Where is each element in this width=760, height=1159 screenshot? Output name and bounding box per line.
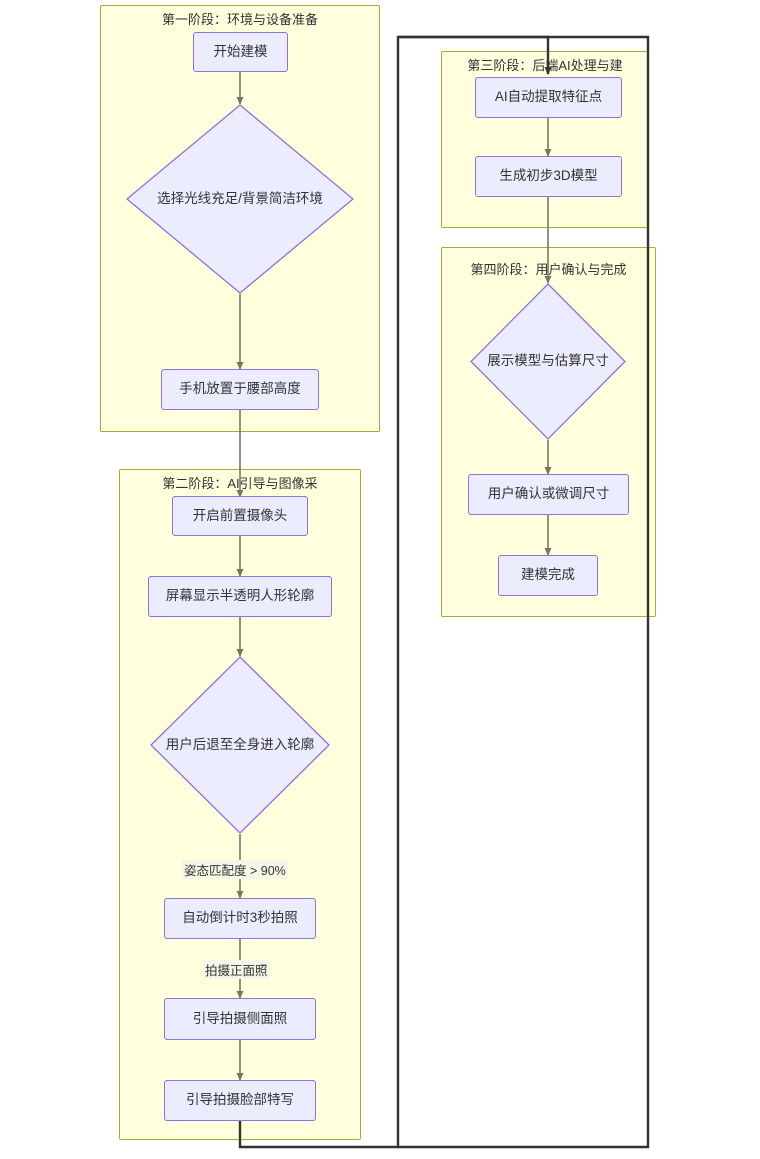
node-label: 引导拍摄脸部特写 bbox=[186, 1092, 294, 1108]
node-generate-3d-model[interactable]: 生成初步3D模型 bbox=[475, 156, 622, 197]
node-auto-countdown-photo[interactable]: 自动倒计时3秒拍照 bbox=[164, 898, 316, 939]
node-user-steps-back[interactable]: 用户后退至全身进入轮廓 bbox=[150, 656, 330, 834]
node-guide-face-closeup[interactable]: 引导拍摄脸部特写 bbox=[164, 1080, 316, 1121]
node-label: 手机放置于腰部高度 bbox=[179, 381, 301, 397]
node-show-translucent-outline[interactable]: 屏幕显示半透明人形轮廓 bbox=[148, 576, 332, 617]
node-label: 自动倒计时3秒拍照 bbox=[182, 910, 298, 926]
edge-n9-to-n10-head bbox=[398, 35, 552, 75]
node-label: 屏幕显示半透明人形轮廓 bbox=[165, 588, 315, 604]
node-label: 开启前置摄像头 bbox=[192, 507, 288, 523]
node-user-confirm-adjust-size[interactable]: 用户确认或微调尺寸 bbox=[468, 474, 629, 515]
edge-n9-to-n10 bbox=[238, 35, 650, 1149]
node-ai-extract-features[interactable]: AI自动提取特征点 bbox=[475, 77, 622, 118]
node-label: 用户后退至全身进入轮廓 bbox=[165, 736, 315, 752]
edge-label-pose-match: 姿态匹配度 > 90% bbox=[182, 860, 288, 879]
node-label: 生成初步3D模型 bbox=[499, 168, 598, 184]
node-label: 展示模型与估算尺寸 bbox=[487, 353, 609, 369]
diamond-shape bbox=[126, 104, 354, 294]
node-label: 用户确认或微调尺寸 bbox=[487, 486, 610, 502]
diamond-shape bbox=[470, 283, 626, 440]
node-show-model-estimate-size[interactable]: 展示模型与估算尺寸 bbox=[470, 283, 626, 440]
cluster-phase3-title: 第三阶段：后端AI处理与建 bbox=[467, 58, 623, 73]
node-open-front-camera[interactable]: 开启前置摄像头 bbox=[172, 496, 308, 536]
node-label: 选择光线充足/背景简洁环境 bbox=[157, 190, 323, 206]
node-label: 引导拍摄侧面照 bbox=[192, 1010, 288, 1026]
node-label: AI自动提取特征点 bbox=[494, 89, 603, 105]
node-label: 开始建模 bbox=[213, 43, 268, 59]
diamond-shape bbox=[150, 656, 330, 834]
node-start-modeling[interactable]: 开始建模 bbox=[193, 32, 288, 72]
cluster-phase1-title: 第一阶段：环境与设备准备 bbox=[161, 12, 318, 27]
edge-label-front-photo: 拍摄正面照 bbox=[203, 960, 270, 979]
node-phone-waist-height[interactable]: 手机放置于腰部高度 bbox=[161, 369, 319, 410]
node-choose-environment[interactable]: 选择光线充足/背景简洁环境 bbox=[126, 104, 354, 294]
node-guide-side-photo[interactable]: 引导拍摄侧面照 bbox=[164, 998, 316, 1040]
node-modeling-complete[interactable]: 建模完成 bbox=[498, 555, 598, 596]
node-label: 建模完成 bbox=[521, 567, 575, 583]
